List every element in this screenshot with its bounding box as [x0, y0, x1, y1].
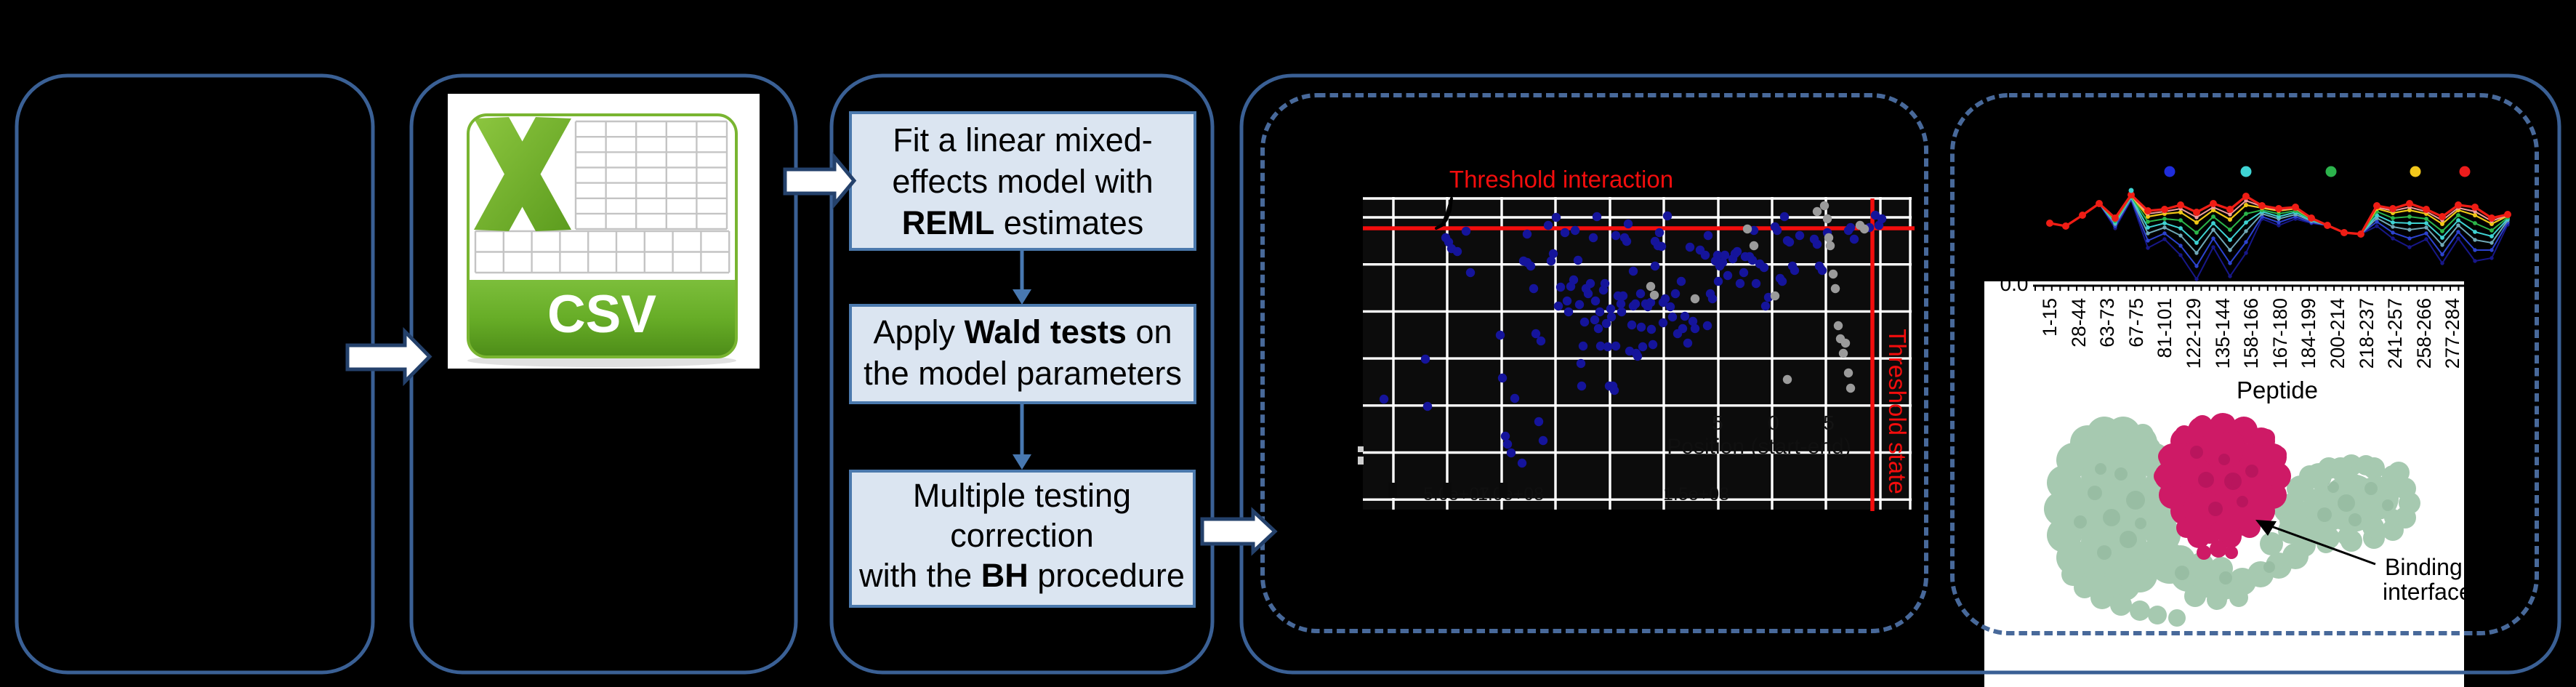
svg-text:Apply Wald tests on: Apply Wald tests on	[873, 313, 1172, 350]
svg-text:63-73: 63-73	[2096, 298, 2118, 347]
svg-text:0: 0	[1768, 411, 1779, 434]
svg-text:with the BH procedure: with the BH procedure	[858, 557, 1185, 594]
svg-text:1.0e+08: 1.0e+08	[1478, 484, 1544, 505]
svg-text:Binding: Binding	[2385, 554, 2463, 580]
svg-text:CSV: CSV	[547, 285, 656, 344]
svg-text:correction: correction	[950, 517, 1094, 554]
svg-text:REML estimates: REML estimates	[902, 204, 1144, 241]
svg-text:Threshold interaction: Threshold interaction	[1449, 166, 1673, 193]
svg-text:167-180: 167-180	[2269, 298, 2291, 369]
svg-text:Multiple testing: Multiple testing	[913, 477, 1131, 514]
svg-text:184-199: 184-199	[2298, 298, 2319, 369]
svg-text:241-257: 241-257	[2384, 298, 2406, 369]
svg-text:1-15: 1-15	[2039, 298, 2061, 337]
svg-text:122-129: 122-129	[2183, 298, 2205, 369]
svg-text:158-166: 158-166	[2240, 298, 2262, 369]
svg-text:218-237: 218-237	[2356, 298, 2378, 369]
svg-text:258-266: 258-266	[2413, 298, 2435, 369]
svg-text:5: 5	[1823, 411, 1835, 434]
svg-text:the model parameters: the model parameters	[864, 355, 1182, 392]
svg-text:interface: interface	[2383, 579, 2472, 605]
svg-text:135-144: 135-144	[2212, 298, 2234, 369]
svg-text:Peptide: Peptide	[2237, 377, 2318, 403]
svg-text:277-284: 277-284	[2442, 298, 2463, 369]
svg-text:Threshold state: Threshold state	[1884, 329, 1911, 494]
svg-text:effects model with: effects model with	[892, 163, 1153, 200]
svg-text:Position (start-end): Position (start-end)	[1667, 435, 1851, 459]
svg-text:200-214: 200-214	[2327, 298, 2348, 369]
svg-text:81-101: 81-101	[2154, 298, 2175, 358]
svg-text:0.0: 0.0	[2000, 273, 2029, 295]
svg-text:28-44: 28-44	[2068, 298, 2090, 347]
svg-text:1.5e+08: 1.5e+08	[1663, 484, 1729, 505]
svg-text:5.0e+07: 5.0e+07	[1423, 484, 1489, 505]
svg-text:Fit a linear mixed-: Fit a linear mixed-	[893, 121, 1153, 158]
svg-text:67-75: 67-75	[2125, 298, 2147, 347]
svg-text:5: 5	[1712, 411, 1723, 434]
